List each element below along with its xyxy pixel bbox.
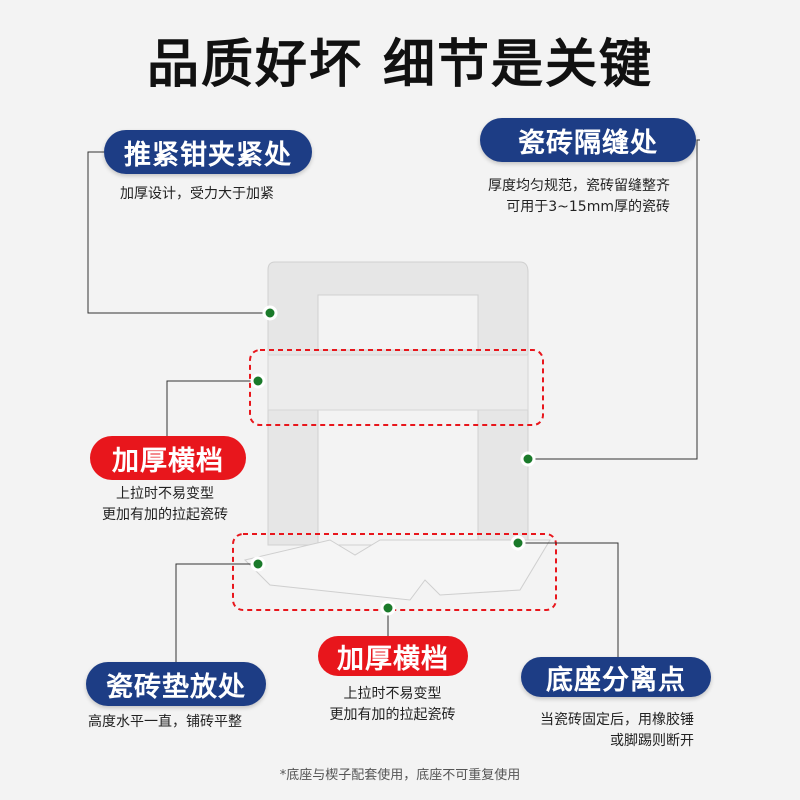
desc-line: 上拉时不易变型: [343, 686, 442, 702]
callout-gap-desc-line: 可用于3~15mm厚的瓷砖: [506, 199, 670, 215]
callout-gap-desc: 厚度均匀规范，瓷砖留缝整齐 可用于3~15mm厚的瓷砖: [488, 176, 670, 218]
desc-line: 更加有加的拉起瓷砖: [102, 507, 228, 523]
dot-clamp: [262, 305, 278, 321]
dot-separate: [510, 535, 526, 551]
callout-clamp-desc: 加厚设计，受力大于加紧: [120, 186, 274, 202]
callout-gap-desc-line: 厚度均匀规范，瓷砖留缝整齐: [488, 178, 670, 194]
desc-line: 当瓷砖固定后，用橡胶锤: [540, 712, 694, 728]
callout-bar-upper-desc: 上拉时不易变型 更加有加的拉起瓷砖: [90, 484, 240, 526]
base: [244, 539, 551, 601]
desc-line: 更加有加的拉起瓷砖: [329, 707, 456, 723]
dot-pad: [250, 556, 266, 572]
dot-bar-lower: [380, 600, 396, 616]
desc-line: 或脚踢则断开: [610, 733, 694, 749]
callout-separate-desc: 当瓷砖固定后，用橡胶锤 或脚踢则断开: [540, 710, 694, 752]
dashed-box-upper: [249, 349, 544, 426]
callout-pad-label: 瓷砖垫放处: [86, 662, 266, 706]
desc-line: 上拉时不易变型: [116, 486, 214, 502]
callout-bar-lower-desc: 上拉时不易变型 更加有加的拉起瓷砖: [315, 684, 470, 726]
crossbar: [267, 354, 529, 411]
footnote: *底座与楔子配套使用，底座不可重复使用: [279, 768, 521, 783]
callout-pad-desc: 高度水平一直，铺砖平整: [88, 714, 242, 730]
callout-gap-label: 瓷砖隔缝处: [480, 118, 696, 162]
callout-bar-upper-label: 加厚横档: [90, 436, 246, 480]
callout-bar-lower-label: 加厚横档: [318, 636, 468, 676]
dot-bar-upper: [250, 373, 266, 389]
page-title: 品质好坏 细节是关键: [146, 35, 654, 95]
callout-separate-label: 底座分离点: [521, 657, 711, 697]
callout-clamp-label: 推紧钳夹紧处: [104, 130, 312, 174]
dot-gap: [520, 451, 536, 467]
